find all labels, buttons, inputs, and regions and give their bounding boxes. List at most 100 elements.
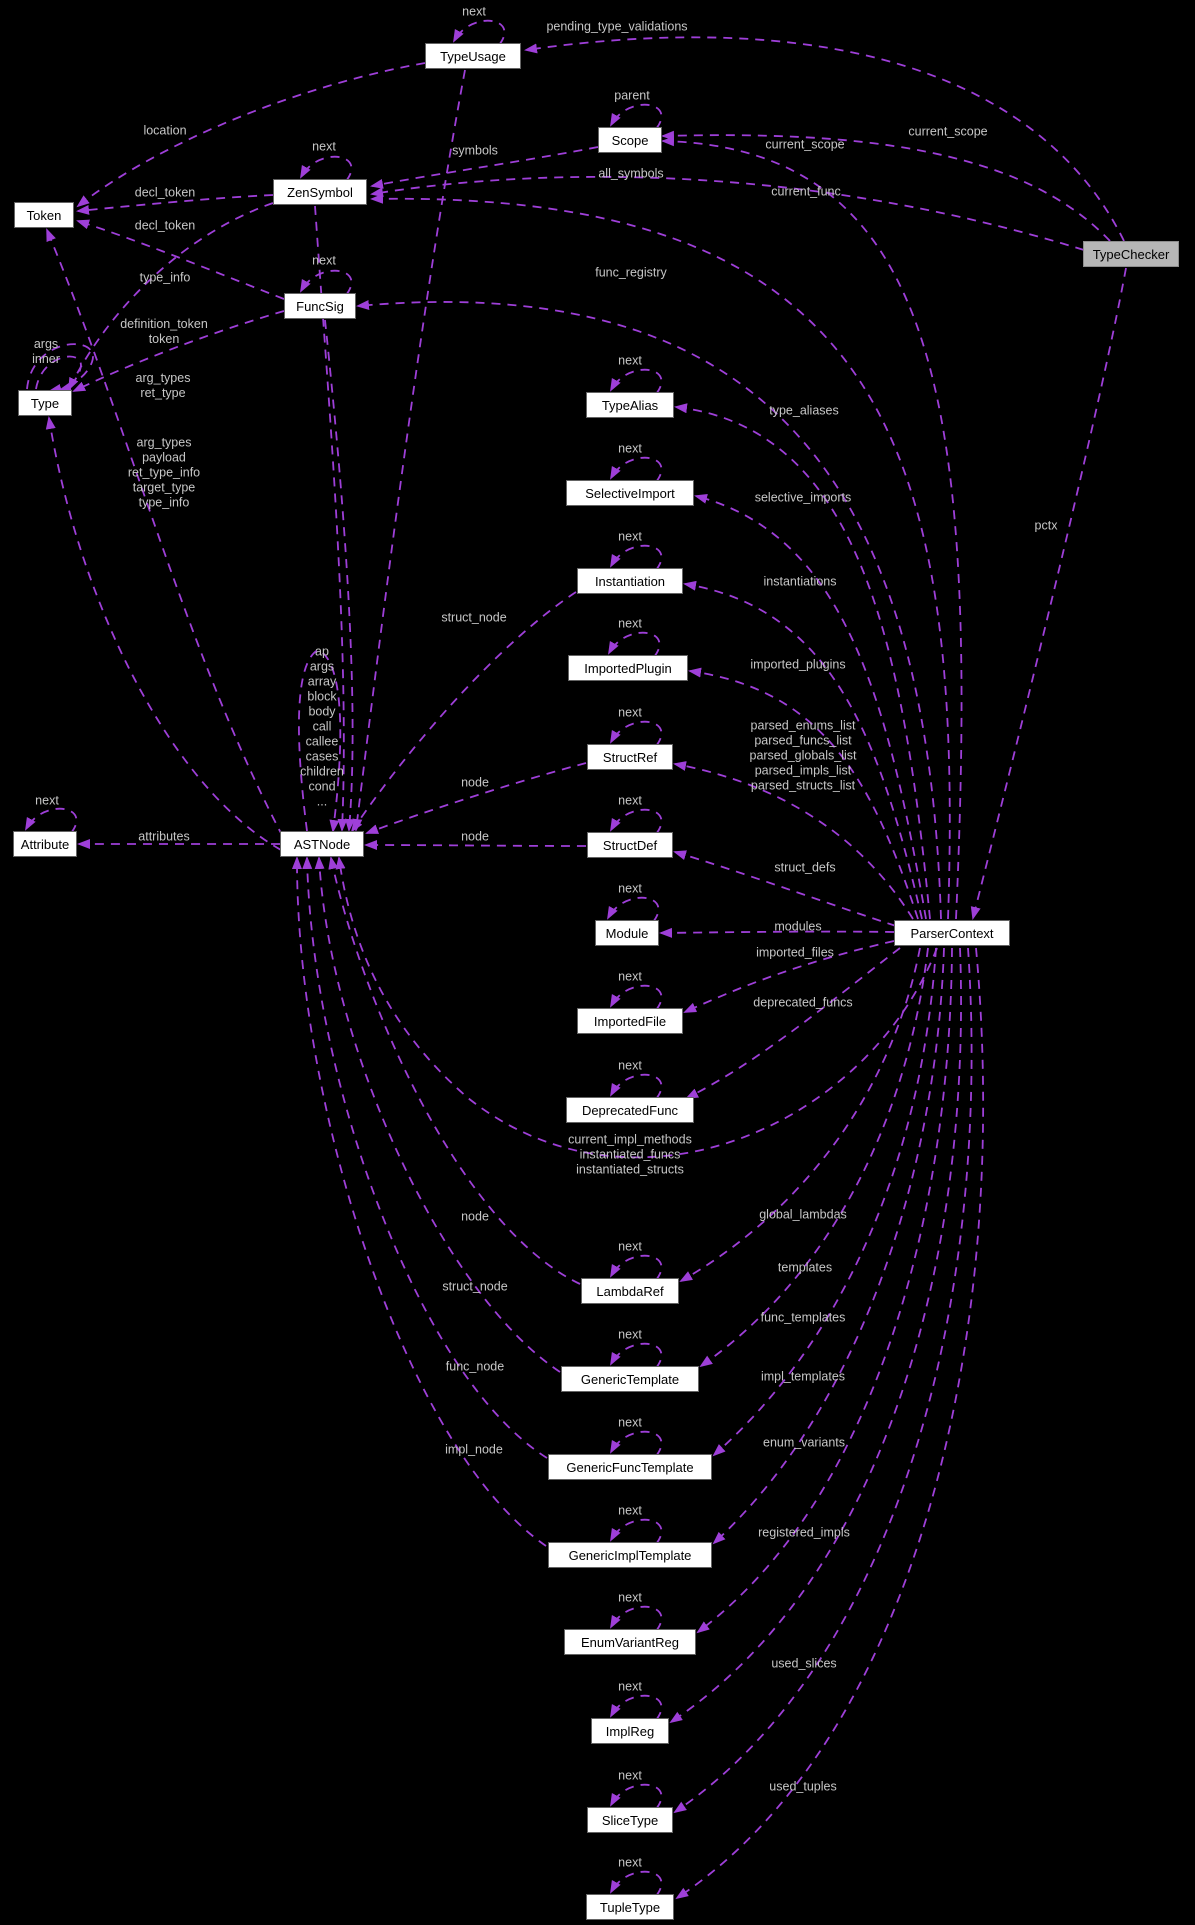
edge-type-aliases (674, 403, 931, 920)
node-parsercontext[interactable]: ParserContext (894, 920, 1010, 946)
edge-imported-plugins (688, 667, 919, 920)
edge-label-location: location (143, 123, 187, 138)
node-importedfile[interactable]: ImportedFile (577, 1008, 683, 1034)
node-slicetype[interactable]: SliceType (587, 1807, 673, 1833)
edge-scope-parent (610, 103, 663, 130)
edge-label-global-lambdas: global_lambdas (759, 1207, 847, 1222)
node-genericfunctemplate[interactable]: GenericFuncTemplate (548, 1454, 712, 1480)
edge-label-deprecated-funcs: deprecated_funcs (753, 995, 853, 1010)
edge-label-decl-token-funcsig: decl_token (134, 218, 196, 233)
node-structdef[interactable]: StructDef (587, 832, 673, 858)
edge-label-implreg-next: next (618, 1679, 642, 1694)
edge-node-structref (365, 762, 587, 834)
edge-implreg-next (610, 1694, 663, 1721)
edge-label-attributes: attributes (138, 829, 190, 844)
edge-lambdaref-next (610, 1254, 663, 1281)
edge-label-impl-templates: impl_templates (760, 1369, 846, 1384)
edge-label-node-structref: node (461, 775, 489, 790)
edge-slicetype-next (610, 1783, 663, 1810)
edge-current-impl-methods (335, 856, 938, 1159)
edge-label-selectiveimport-next: next (618, 441, 642, 456)
node-scope[interactable]: Scope (598, 127, 662, 153)
edge-registered-impls (669, 947, 962, 1724)
edge-func-node (302, 856, 548, 1459)
edge-label-module-next: next (618, 881, 642, 896)
edge-parsed-lists (673, 761, 914, 920)
node-genericimpltemplate[interactable]: GenericImplTemplate (548, 1542, 712, 1568)
edge-used-slices (673, 947, 973, 1814)
edge-label-decl-token-zensymbol: decl_token (134, 185, 196, 200)
node-type[interactable]: Type (18, 390, 72, 416)
edge-label-current-scope-tc: current_scope (908, 124, 988, 139)
edge-label-parsed-lists: parsed_enums_list parsed_funcs_list pars… (749, 718, 857, 793)
edge-label-impl-node: impl_node (445, 1442, 503, 1457)
edge-struct-node-generictemplate (314, 856, 561, 1373)
edge-label-type-aliases: type_aliases (769, 403, 839, 418)
node-typechecker[interactable]: TypeChecker (1083, 241, 1179, 267)
edge-label-current-impl-methods: current_impl_methods instantiated_funcs … (568, 1132, 692, 1177)
node-deprecatedfunc[interactable]: DeprecatedFunc (566, 1097, 694, 1123)
node-tupletype[interactable]: TupleType (586, 1894, 674, 1920)
edge-label-used-tuples: used_tuples (769, 1779, 837, 1794)
edge-node-lambdaref (328, 856, 581, 1285)
node-structref[interactable]: StructRef (587, 744, 673, 770)
edge-label-func-templates: func_templates (760, 1310, 846, 1325)
edge-label-astnode-type-members: arg_types payload ret_type_info target_t… (127, 435, 201, 510)
edge-label-typeusage-next: next (462, 4, 486, 19)
edge-func-registry (356, 300, 942, 920)
node-astnode[interactable]: ASTNode (280, 831, 364, 857)
node-implreg[interactable]: ImplReg (591, 1718, 669, 1744)
node-typeusage[interactable]: TypeUsage (425, 43, 521, 69)
edge-type-info (68, 202, 274, 391)
edge-deprecated-funcs (685, 947, 901, 1099)
node-typealias[interactable]: TypeAlias (586, 392, 674, 418)
edge-impl-node (291, 856, 547, 1547)
edge-struct-node-instantiation (350, 591, 577, 833)
edge-node-structdef (364, 840, 587, 851)
node-importedplugin[interactable]: ImportedPlugin (568, 655, 688, 681)
node-funcsig[interactable]: FuncSig (284, 293, 356, 319)
node-generictemplate[interactable]: GenericTemplate (561, 1366, 699, 1392)
edge-label-struct-node-generictemplate: struct_node (442, 1279, 508, 1294)
edge-label-node-lambdaref: node (461, 1209, 489, 1224)
edge-label-arg-types-ret-type: arg_types ret_type (135, 371, 191, 400)
edge-pending-type-validations (524, 36, 1125, 242)
edge-label-zensymbol-next: next (312, 139, 336, 154)
edge-astnode-children (298, 649, 342, 833)
edge-current-func (370, 193, 951, 920)
node-instantiation[interactable]: Instantiation (577, 568, 683, 594)
edge-genericfunctemplate-next (610, 1430, 663, 1457)
node-enumvariantreg[interactable]: EnumVariantReg (564, 1629, 696, 1655)
edge-label-slicetype-next: next (618, 1768, 642, 1783)
edge-label-enumvariantreg-next: next (618, 1590, 642, 1605)
node-attribute[interactable]: Attribute (13, 831, 77, 857)
edge-imported-files (683, 940, 895, 1013)
edge-structdef-next (610, 808, 663, 835)
edge-label-symbols: symbols (452, 143, 498, 158)
edge-label-deprecatedfunc-next: next (618, 1058, 642, 1073)
edge-definition-token (46, 228, 284, 838)
edge-func-templates (712, 947, 937, 1457)
edge-current-scope-tc (661, 130, 1111, 242)
edge-templates (699, 947, 929, 1368)
node-selectiveimport[interactable]: SelectiveImport (566, 480, 694, 506)
edge-label-structdef-next: next (618, 793, 642, 808)
edge-pctx (970, 267, 1127, 920)
edge-label-scope-parent: parent (614, 88, 650, 103)
edge-label-astnode-children: ap args array block body call callee cas… (300, 644, 344, 809)
edge-instantiations (683, 580, 923, 920)
edge-label-used-slices: used_slices (771, 1656, 837, 1671)
edge-typealias-next (610, 368, 663, 395)
edge-label-enum-variants: enum_variants (763, 1435, 845, 1450)
edge-decl-token-zensymbol (76, 194, 274, 215)
node-lambdaref[interactable]: LambdaRef (581, 1278, 679, 1304)
edge-label-importedfile-next: next (618, 969, 642, 984)
edge-label-funcsig-next: next (312, 253, 336, 268)
edge-label-struct-node-instantiation: struct_node (441, 610, 507, 625)
node-zensymbol[interactable]: ZenSymbol (273, 179, 367, 205)
node-module[interactable]: Module (595, 920, 659, 946)
edge-typeusage-next (453, 19, 506, 46)
node-token[interactable]: Token (14, 202, 74, 228)
edge-tupletype-next (610, 1870, 663, 1897)
edge-structref-next (610, 720, 663, 747)
